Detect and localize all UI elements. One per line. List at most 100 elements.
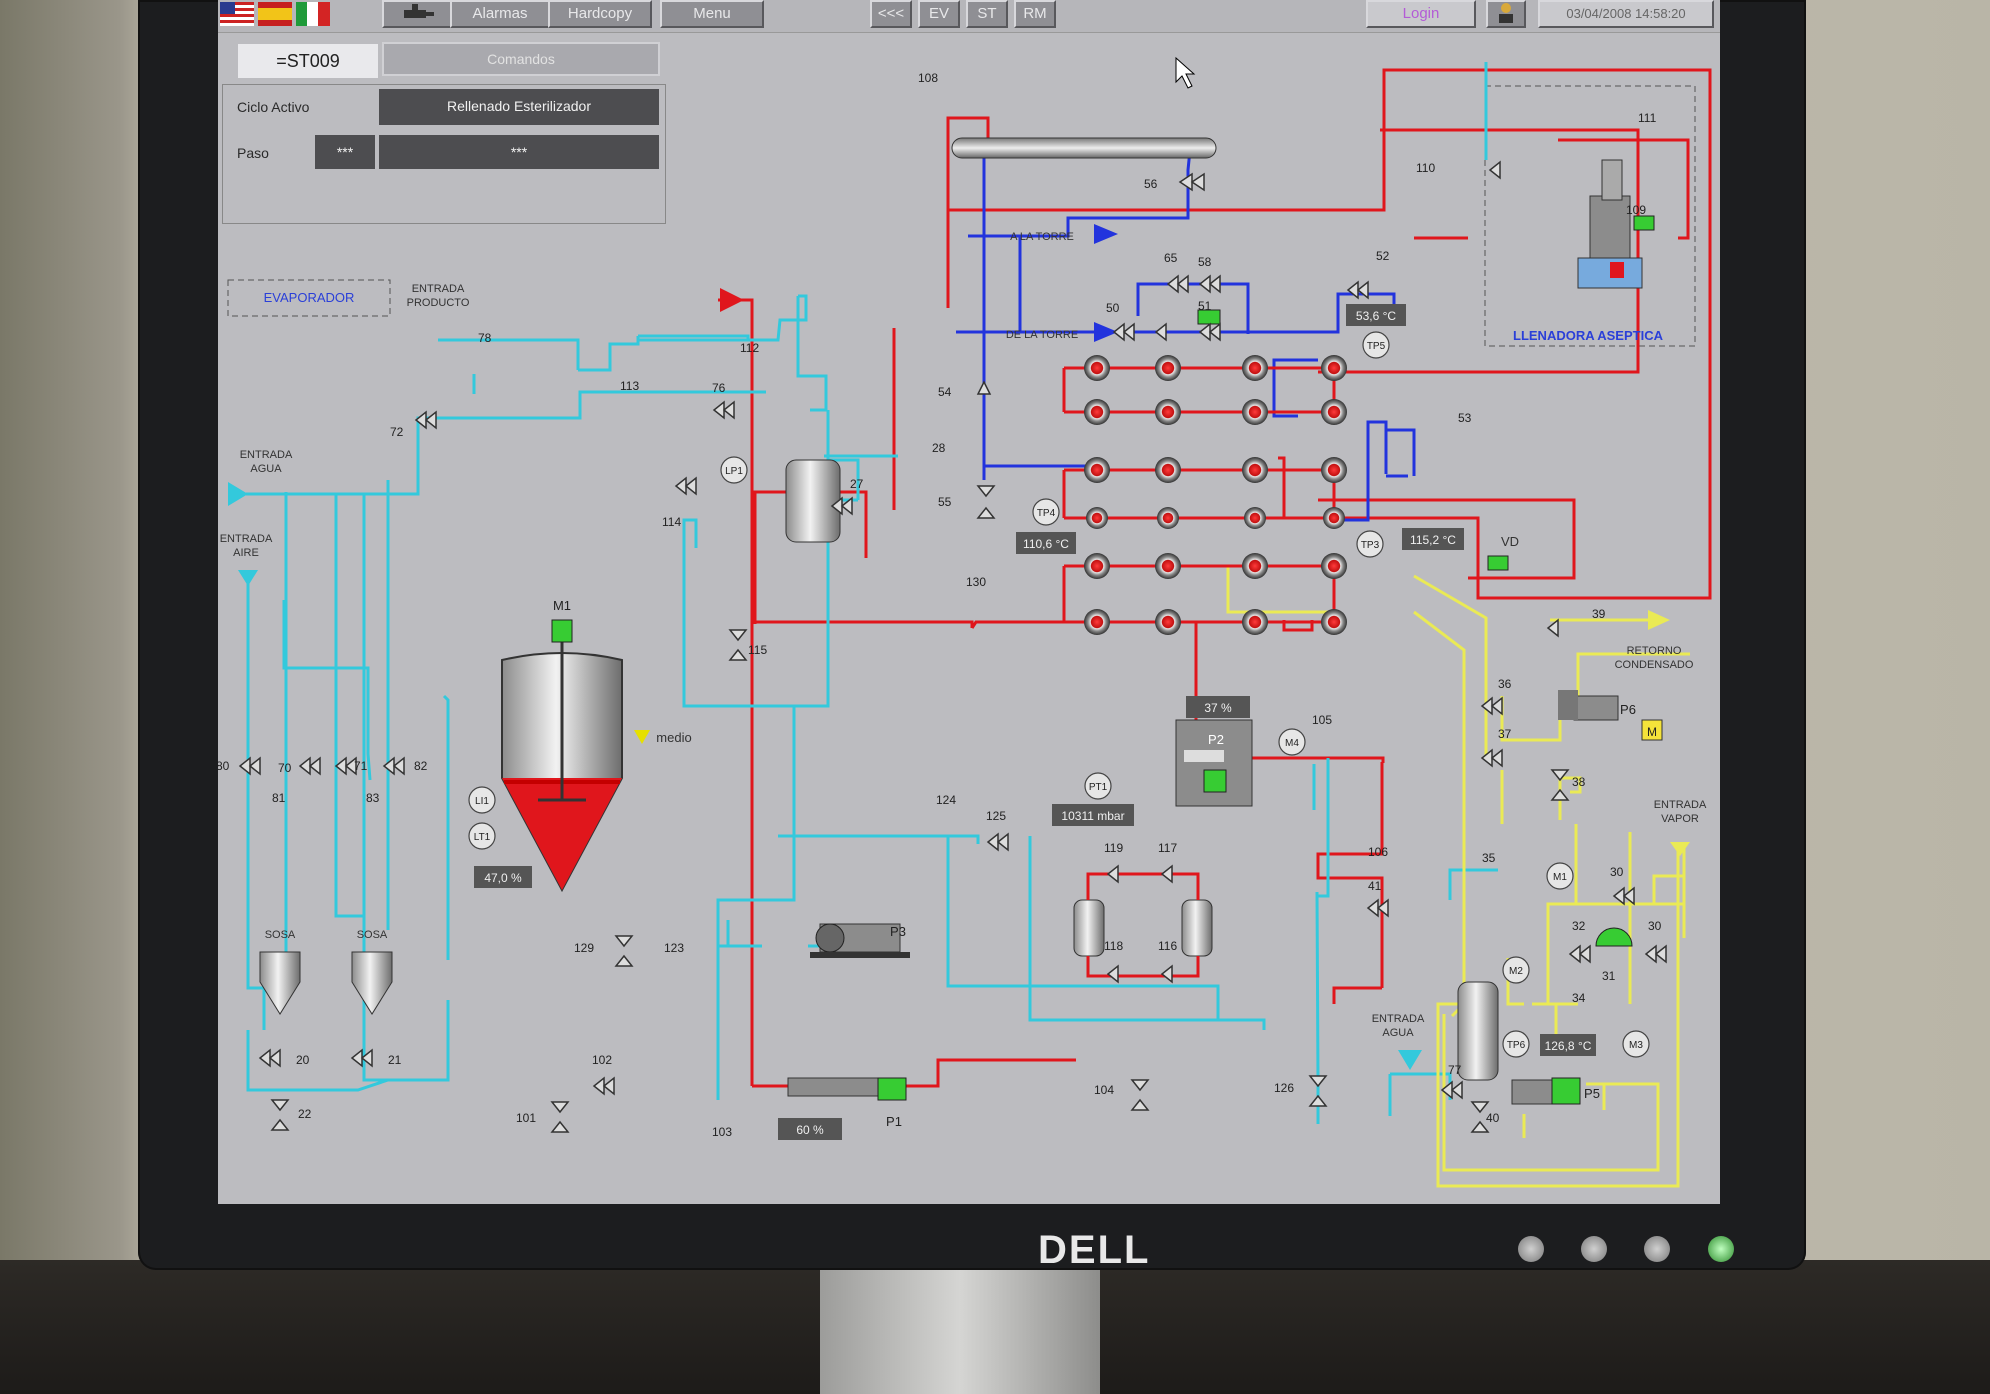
tag-78: 78 [478, 331, 492, 345]
valve-32 [1568, 944, 1591, 964]
monitor-plus-button[interactable] [1644, 1236, 1670, 1262]
aseptic-filler-machine[interactable] [1577, 159, 1643, 289]
login-button[interactable]: Login [1366, 0, 1476, 28]
tubular-heater[interactable] [951, 137, 1217, 159]
commands-button[interactable]: Comandos [382, 42, 660, 76]
tp5-readout: 53,6 °C [1356, 309, 1396, 323]
water-inlet-b-label-2: AGUA [1382, 1027, 1414, 1039]
alarms-button[interactable]: Alarmas [450, 0, 550, 28]
pump-p1[interactable] [787, 1077, 907, 1101]
tag-71: 71 [354, 759, 368, 773]
tag-41: 41 [1368, 879, 1382, 893]
m4-label: M4 [1285, 738, 1299, 749]
valve-77 [1440, 1080, 1463, 1100]
p3-label: P3 [890, 924, 906, 939]
ev-button[interactable]: EV [918, 0, 960, 28]
water-lines [246, 62, 1498, 1124]
water-inlet-b-arrow [1398, 1050, 1422, 1070]
filler-area[interactable] [1484, 85, 1696, 347]
balance-tank[interactable] [785, 459, 841, 543]
tag-54: 54 [938, 385, 952, 399]
active-cycle-label: Ciclo Activo [237, 99, 310, 115]
flag-spain-icon[interactable] [258, 2, 292, 26]
monitor-menu-button[interactable] [1518, 1236, 1544, 1262]
flag-usa-icon[interactable] [220, 2, 254, 26]
steam-lines [1226, 564, 1690, 1188]
valve-38 [1550, 769, 1570, 801]
user-button[interactable] [1486, 0, 1526, 28]
tag-118: 118 [1104, 939, 1123, 953]
li1-label: LI1 [475, 796, 489, 807]
condensate-return-label-2: CONDENSADO [1615, 659, 1694, 671]
valve-58 [1198, 274, 1221, 294]
valve-tool-icon [404, 4, 434, 18]
valve-30a [1612, 886, 1635, 906]
tag-28: 28 [932, 441, 946, 455]
evaporator-area[interactable] [227, 279, 391, 317]
valve-50b [1154, 322, 1167, 342]
tag-103: 103 [712, 1125, 732, 1139]
pump-p6[interactable] [1558, 690, 1619, 721]
valve-50 [1112, 322, 1135, 342]
tag-129: 129 [574, 941, 594, 955]
back-button[interactable]: <<< [870, 0, 912, 28]
flag-italy-icon[interactable] [296, 2, 330, 26]
tag-53: 53 [1458, 411, 1472, 425]
tp5-label: TP5 [1367, 341, 1386, 352]
tag-30a: 30 [1610, 865, 1624, 879]
agitator-motor[interactable] [551, 619, 573, 643]
filter-118[interactable] [1073, 899, 1105, 957]
medium-level-label: medio [656, 730, 691, 745]
steam-inlet-label-2: VAPOR [1661, 813, 1699, 825]
mixing-tank[interactable] [501, 619, 623, 893]
tag-35: 35 [1482, 851, 1496, 865]
hardcopy-button[interactable]: Hardcopy [548, 0, 652, 28]
menu-button[interactable]: Menu [660, 0, 764, 28]
valve-41 [1366, 898, 1389, 918]
tag-105: 105 [1312, 713, 1332, 727]
pump-p3[interactable] [810, 923, 910, 958]
pt1-readout: 10311 mbar [1061, 809, 1124, 823]
valve-70 [298, 756, 321, 776]
tool-button[interactable] [382, 0, 454, 28]
sosa-tank-1[interactable] [259, 951, 301, 1015]
m-box-label: M [1647, 725, 1657, 739]
rm-button[interactable]: RM [1014, 0, 1056, 28]
hot-water-tank[interactable] [1457, 981, 1499, 1081]
monitor-minus-button[interactable] [1581, 1236, 1607, 1262]
tp3-readout: 115,2 °C [1410, 533, 1456, 547]
m2-label: M2 [1509, 966, 1523, 977]
st-button[interactable]: ST [966, 0, 1008, 28]
tag-80: 80 [218, 759, 230, 773]
valves[interactable] [238, 160, 1667, 1133]
tag-52: 52 [1376, 249, 1390, 263]
valve-101 [550, 1101, 570, 1133]
tag-130: 130 [966, 575, 986, 589]
sosa-label-1: SOSA [265, 929, 296, 941]
tag-83: 83 [366, 791, 380, 805]
motor-box-m[interactable] [1641, 719, 1663, 741]
tag-37: 37 [1498, 727, 1512, 741]
valve-vd-actuator[interactable] [1487, 555, 1509, 571]
tp6-bubble [1502, 1030, 1530, 1058]
pump-p2[interactable] [1175, 719, 1253, 807]
datetime-display: 03/04/2008 14:58:20 [1538, 0, 1714, 28]
valve-119 [1106, 864, 1119, 884]
tag-50: 50 [1106, 301, 1120, 315]
to-tower-arrow [1094, 224, 1118, 244]
sosa-tank-2[interactable] [351, 951, 393, 1015]
valve-109-actuator[interactable] [1633, 215, 1655, 231]
filter-116[interactable] [1181, 899, 1213, 957]
sosa-label-2: SOSA [357, 929, 388, 941]
pump-p5[interactable] [1511, 1077, 1581, 1105]
water-inlet-b-label-1: ENTRADA [1372, 1013, 1425, 1025]
tp4-bubble [1032, 498, 1060, 526]
step-label: Paso [237, 145, 269, 161]
tag-116: 116 [1158, 939, 1177, 953]
valve-117 [1160, 864, 1173, 884]
instrument-bubbles[interactable] [468, 331, 1650, 1058]
monitor-power-button[interactable] [1708, 1236, 1734, 1262]
tag-119: 119 [1104, 841, 1123, 855]
valve-31-actuator[interactable] [1595, 927, 1633, 947]
monitor-brand-logo: DELL [1038, 1228, 1151, 1272]
